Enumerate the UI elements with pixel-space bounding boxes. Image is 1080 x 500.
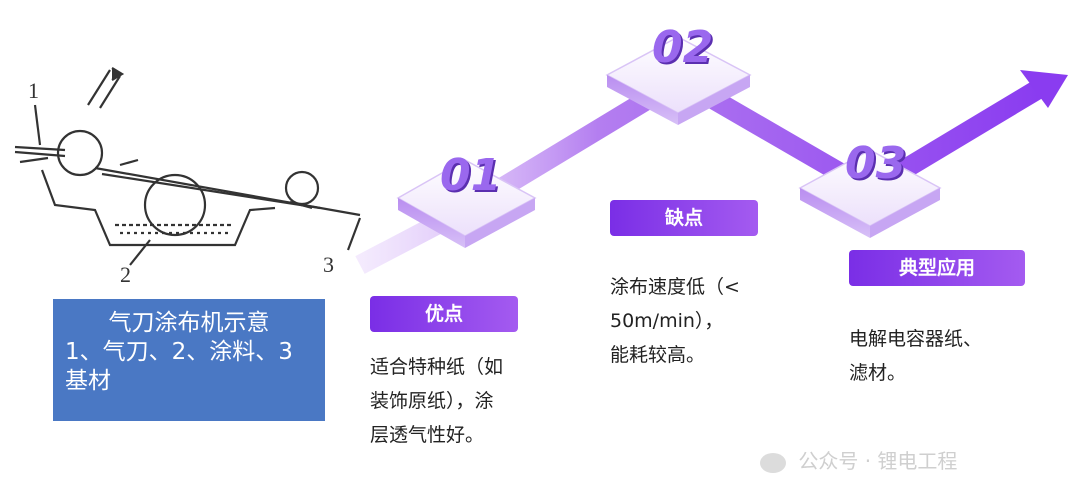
step-label-advantages: 优点 — [370, 296, 518, 332]
platform-02 — [605, 36, 752, 125]
step2-desc-line: 50m/min）， — [610, 310, 724, 332]
watermark: 公众号 · 锂电工程 — [760, 445, 957, 474]
step-label-applications: 典型应用 — [849, 250, 1025, 286]
platform-01 — [396, 159, 537, 248]
platform-03 — [798, 149, 942, 238]
step-number-03: 03 — [845, 138, 907, 189]
step3-desc-line: 电解电容器纸、 — [849, 328, 983, 350]
air-knife-coater-schematic: 1 2 3 — [14, 67, 362, 287]
step-number-01: 01 — [440, 150, 502, 201]
caption-title: 气刀涂布机示意 — [108, 310, 270, 336]
step-desc-disadvantages: 涂布速度低（< 50m/min）， 能耗较高。 — [610, 270, 800, 372]
schematic-label-1: 1 — [28, 78, 39, 103]
step2-desc-line: 能耗较高。 — [610, 344, 706, 366]
watermark-text: 公众号 · 锂电工程 — [798, 449, 958, 473]
step3-desc-line: 滤材。 — [849, 362, 907, 384]
step1-desc-line: 层透气性好。 — [370, 424, 485, 446]
schematic-label-2: 2 — [120, 262, 131, 287]
schematic-label-3: 3 — [323, 252, 334, 277]
step-label-disadvantages: 缺点 — [610, 200, 758, 236]
step-number-02: 02 — [652, 22, 714, 73]
step2-desc-line: 涂布速度低（< — [610, 276, 740, 298]
route-arrowhead — [1020, 70, 1068, 108]
caption-line2: 1、气刀、2、涂料、3 — [65, 339, 293, 365]
step-desc-advantages: 适合特种纸（如 装饰原纸），涂 层透气性好。 — [370, 350, 560, 452]
step1-desc-line: 适合特种纸（如 — [370, 356, 504, 378]
schematic-caption: 气刀涂布机示意 1、气刀、2、涂料、3 基材 — [53, 299, 325, 421]
step1-desc-line: 装饰原纸），涂 — [370, 390, 494, 412]
wechat-icon — [760, 452, 786, 473]
caption-line3: 基材 — [65, 368, 111, 394]
step-desc-applications: 电解电容器纸、 滤材。 — [849, 322, 1049, 390]
